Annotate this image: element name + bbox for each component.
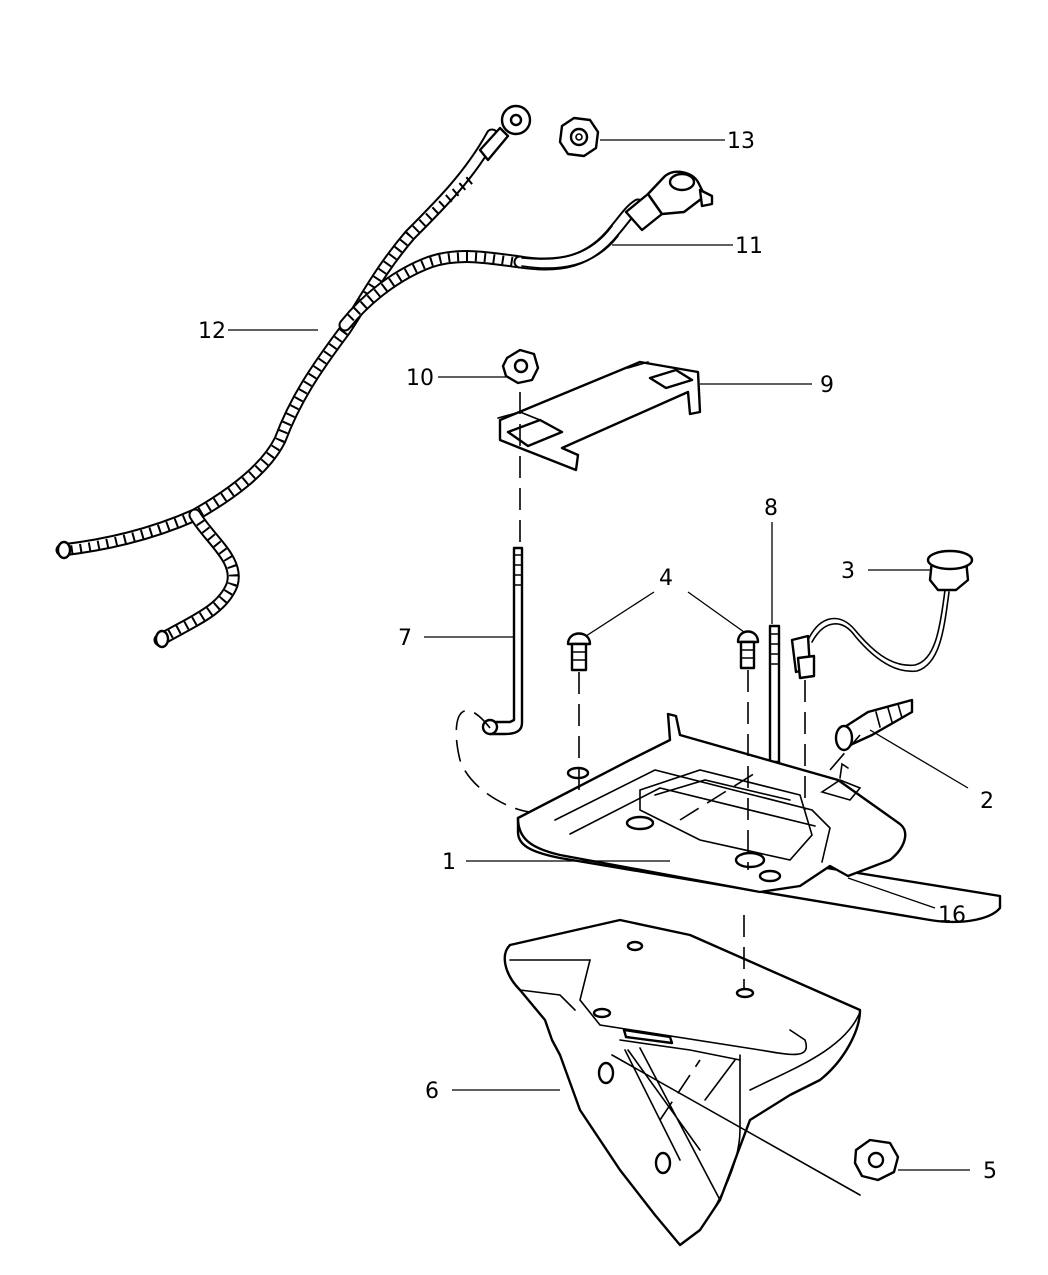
callout-12: 12 [198,319,226,344]
leader-lines [228,139,970,1171]
part-grommet-3[interactable] [807,549,974,672]
part-screw-2[interactable] [834,698,914,752]
part-nut-10[interactable] [501,348,540,385]
part-cable-12[interactable] [55,104,532,649]
callout-16: 16 [938,903,966,928]
part-nut-5[interactable] [853,1138,900,1182]
part-jbolt-7[interactable] [481,546,524,736]
callout-5: 5 [983,1159,997,1184]
part-tray-1[interactable] [516,712,1002,924]
callout-2: 2 [980,789,994,814]
part-connector [790,634,816,680]
callout-11: 11 [735,234,763,259]
part-holddown-9[interactable] [497,360,702,472]
callout-4: 4 [659,566,673,591]
part-bolt-8[interactable] [768,624,781,764]
part-support-6[interactable] [503,918,862,1247]
callout-10: 10 [406,366,434,391]
centerlines [455,392,861,1196]
part-nut-13[interactable] [558,116,600,158]
part-bolt-4b[interactable] [736,630,760,670]
callout-labels: 12 10 13 11 9 8 4 3 7 2 1 16 6 5 [198,129,997,1184]
callout-13: 13 [727,129,755,154]
callout-3: 3 [841,559,855,584]
callout-1: 1 [442,850,456,875]
callout-6: 6 [425,1079,439,1104]
callout-7: 7 [398,626,412,651]
part-bolt-4a[interactable] [566,632,592,672]
callout-8: 8 [764,496,778,521]
part-cable-11[interactable] [513,170,714,271]
callout-9: 9 [820,373,834,398]
